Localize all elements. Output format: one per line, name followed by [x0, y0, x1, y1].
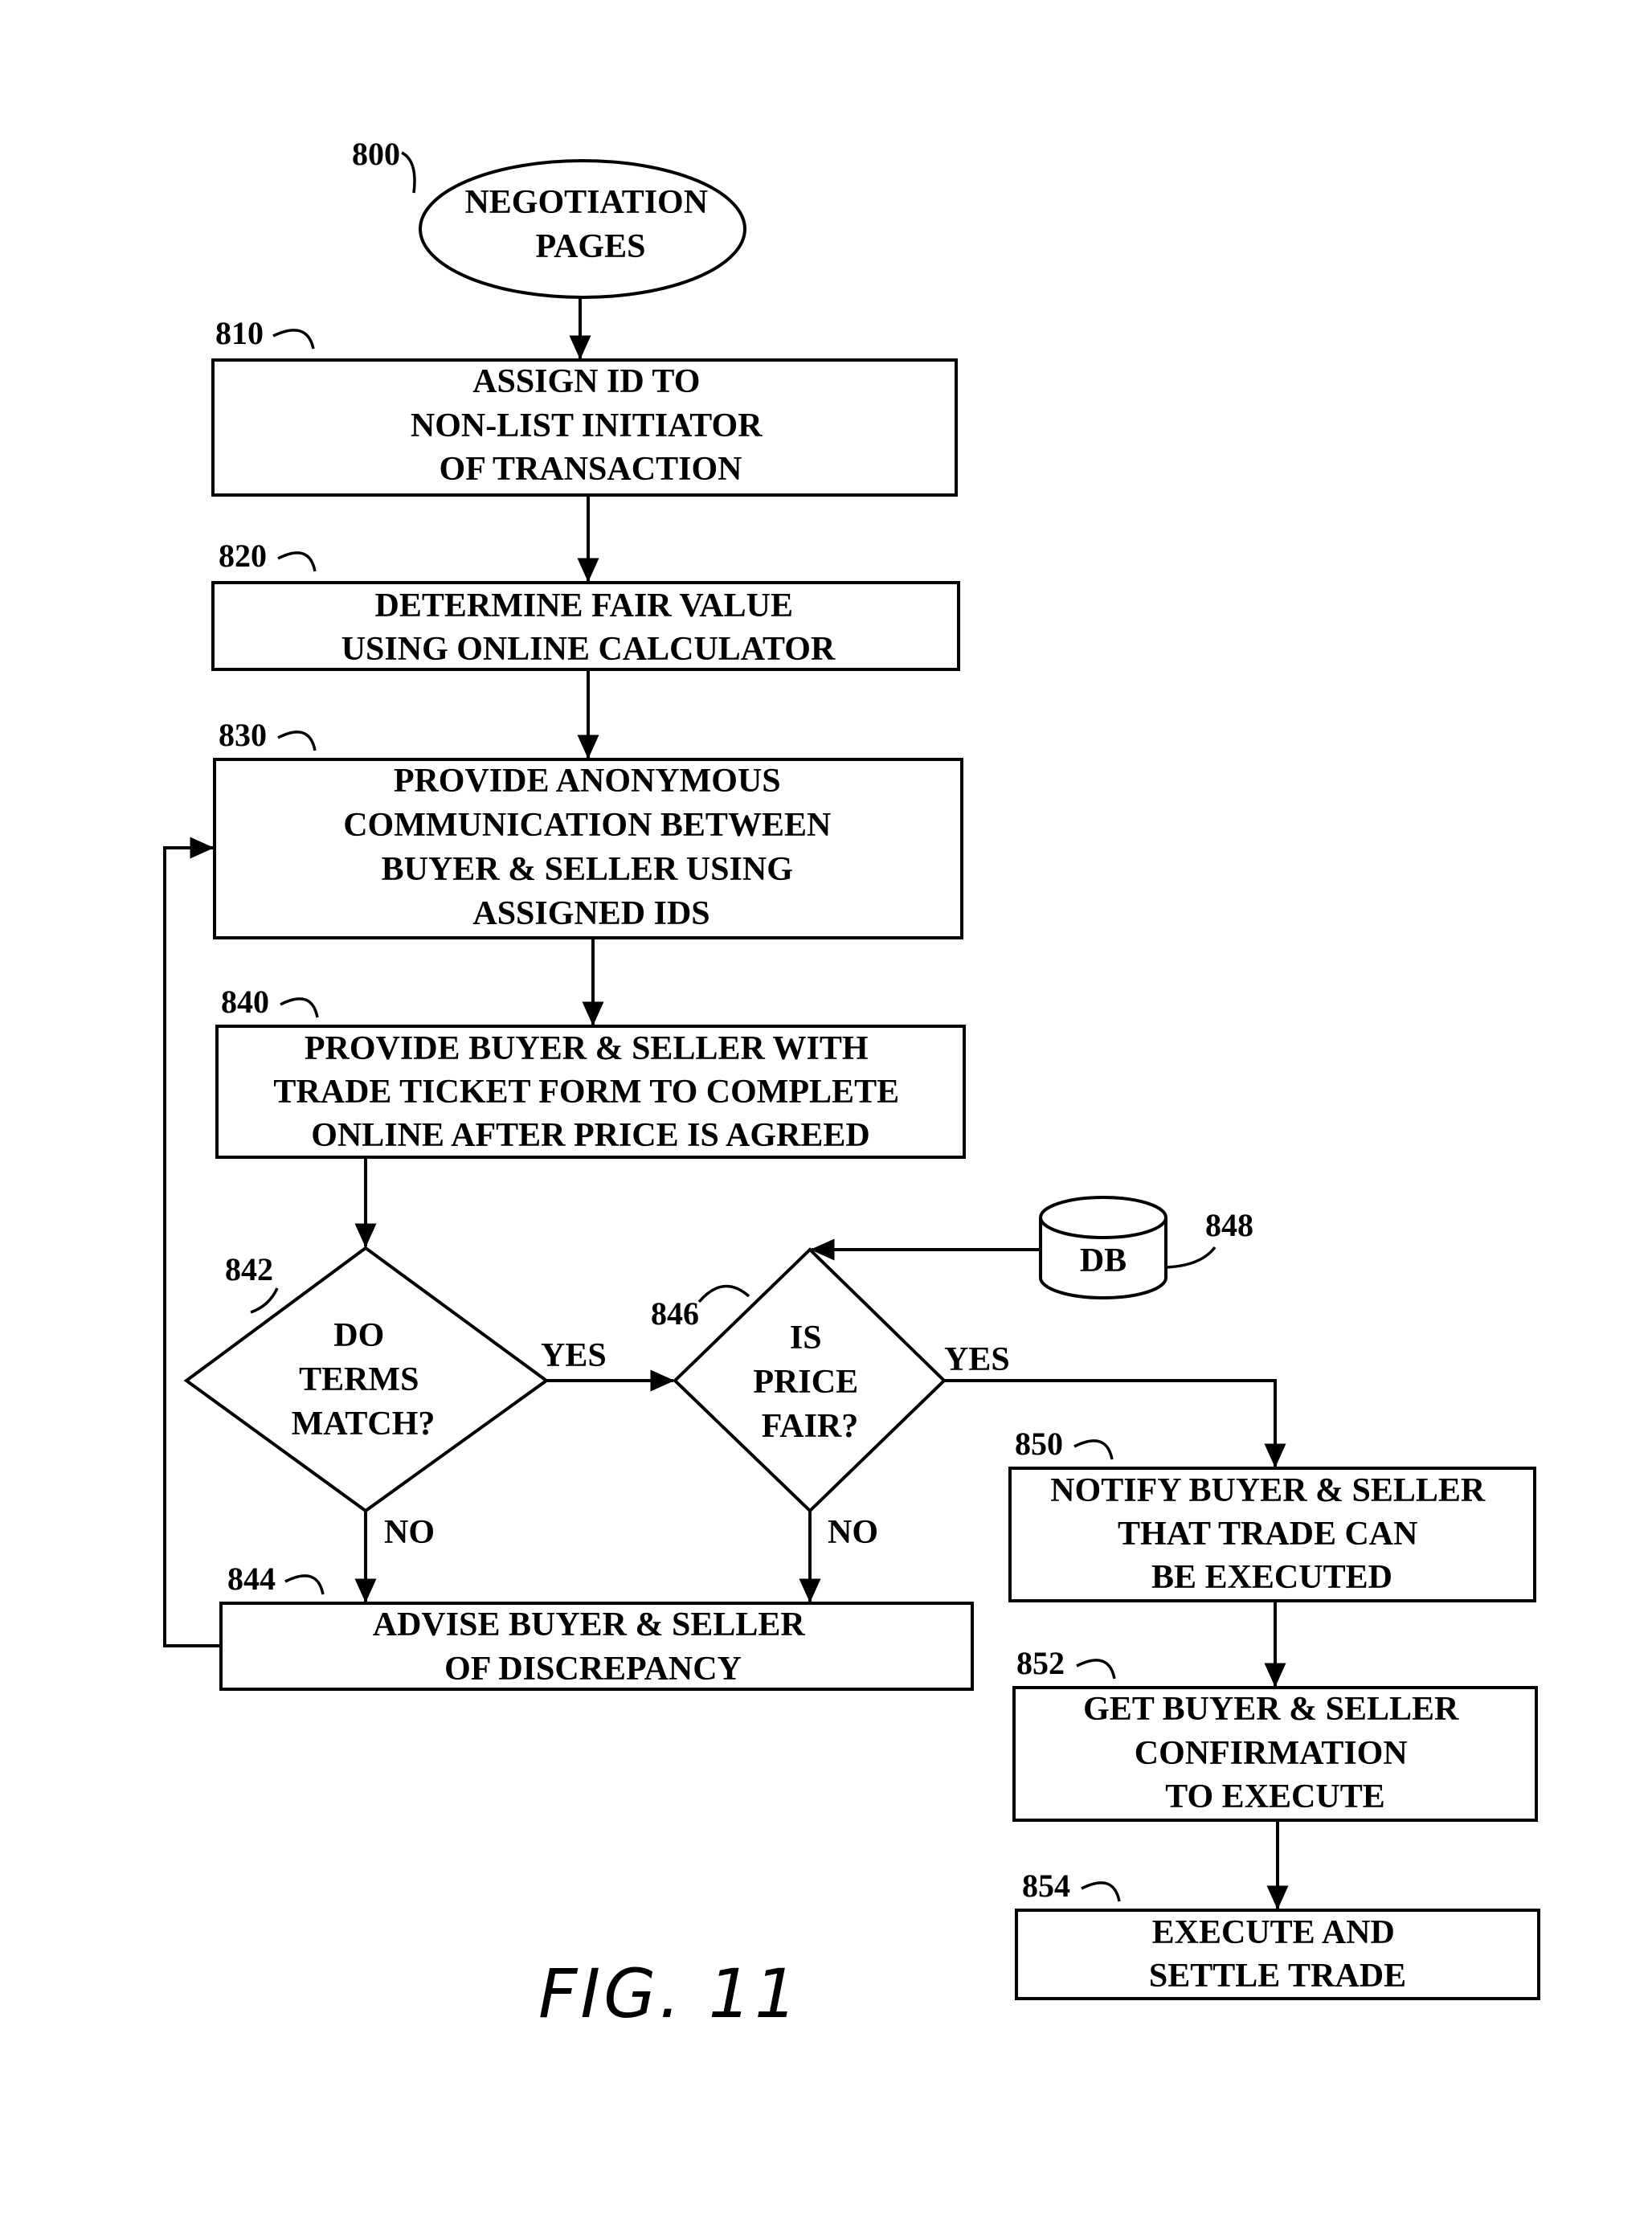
ref-810: 810 [215, 315, 264, 351]
node-price-fair-line-1: IS [790, 1320, 822, 1357]
node-start-line-1: NEGOTIATION [464, 184, 708, 221]
node-assign-id-line-1: ASSIGN ID TO [472, 363, 700, 400]
ref-820: 820 [219, 538, 267, 574]
node-notify: NOTIFY BUYER & SELLER THAT TRADE CAN BE … [1010, 1468, 1535, 1601]
leader-850 [1074, 1441, 1112, 1459]
node-execute-line-1: EXECUTE AND [1152, 1914, 1395, 1951]
node-terms-match: DO TERMS MATCH? [186, 1248, 546, 1511]
node-trade-ticket-text: PROVIDE BUYER & SELLER WITH TRADE TICKET… [273, 1030, 907, 1154]
ref-800: 800 [352, 136, 400, 172]
edge-label-price-no: NO [828, 1514, 878, 1551]
node-anon-comm-line-4: ASSIGNED IDS [472, 895, 709, 932]
node-confirm-line-2: CONFIRMATION [1135, 1735, 1408, 1772]
edge-label-terms-no: NO [384, 1514, 435, 1551]
node-trade-ticket-line-2: TRADE TICKET FORM TO COMPLETE [273, 1074, 899, 1111]
node-confirm-line-1: GET BUYER & SELLER [1083, 1691, 1459, 1728]
node-assign-id: ASSIGN ID TO NON-LIST INITIATOR OF TRANS… [213, 360, 956, 495]
node-anon-comm-line-2: COMMUNICATION BETWEEN [343, 807, 831, 844]
node-fair-value: DETERMINE FAIR VALUE USING ONLINE CALCUL… [213, 583, 959, 669]
node-terms-match-line-2: TERMS [299, 1361, 419, 1398]
node-advise-line-2: OF DISCREPANCY [444, 1651, 742, 1688]
node-fair-value-line-2: USING ONLINE CALCULATOR [341, 631, 836, 668]
ref-852: 852 [1016, 1645, 1065, 1681]
leader-840 [280, 999, 317, 1017]
ref-854: 854 [1022, 1868, 1070, 1904]
leader-852 [1077, 1660, 1114, 1679]
leader-800 [402, 153, 415, 193]
ref-848: 848 [1205, 1207, 1253, 1243]
node-confirm: GET BUYER & SELLER CONFIRMATION TO EXECU… [1014, 1688, 1536, 1820]
node-start-negotiation-pages: NEGOTIATION PAGES [420, 161, 745, 297]
node-price-fair-line-2: PRICE [753, 1364, 858, 1401]
node-start-line-2: PAGES [536, 228, 646, 265]
ref-850: 850 [1015, 1426, 1063, 1462]
leader-810 [273, 330, 313, 349]
leader-842 [251, 1288, 277, 1312]
node-assign-id-line-2: NON-LIST INITIATOR [411, 407, 763, 444]
leader-848 [1166, 1247, 1215, 1267]
node-terms-match-line-1: DO [333, 1317, 384, 1354]
node-fair-value-line-1: DETERMINE FAIR VALUE [375, 587, 793, 624]
ref-844: 844 [227, 1561, 276, 1597]
node-trade-ticket-line-1: PROVIDE BUYER & SELLER WITH [305, 1030, 869, 1067]
node-execute-line-2: SETTLE TRADE [1149, 1958, 1406, 1995]
node-assign-id-line-3: OF TRANSACTION [440, 451, 742, 488]
ref-840: 840 [221, 984, 269, 1020]
node-advise: ADVISE BUYER & SELLER OF DISCREPANCY [221, 1603, 972, 1689]
node-execute: EXECUTE AND SETTLE TRADE [1016, 1910, 1539, 1999]
node-notify-line-2: THAT TRADE CAN [1118, 1516, 1417, 1553]
node-terms-match-line-3: MATCH? [292, 1406, 435, 1442]
figure-caption: FIG. 11 [538, 1954, 800, 2033]
node-notify-line-1: NOTIFY BUYER & SELLER [1050, 1472, 1486, 1509]
ref-842: 842 [225, 1251, 273, 1287]
leader-846 [699, 1287, 749, 1302]
leader-820 [278, 553, 315, 571]
leader-854 [1082, 1883, 1119, 1901]
leader-844 [285, 1576, 323, 1594]
node-trade-ticket: PROVIDE BUYER & SELLER WITH TRADE TICKET… [217, 1026, 964, 1157]
edge-844-830-loop [165, 848, 221, 1646]
node-trade-ticket-line-3: ONLINE AFTER PRICE IS AGREED [311, 1117, 869, 1154]
node-price-fair-line-3: FAIR? [762, 1408, 859, 1445]
ref-830: 830 [219, 717, 267, 753]
node-db: DB [1041, 1197, 1166, 1298]
node-anon-comm: PROVIDE ANONYMOUS COMMUNICATION BETWEEN … [215, 759, 962, 938]
node-confirm-line-3: TO EXECUTE [1165, 1778, 1384, 1815]
ref-846: 846 [651, 1295, 699, 1332]
node-notify-line-3: BE EXECUTED [1151, 1559, 1392, 1596]
leader-830 [278, 732, 315, 751]
node-anon-comm-line-1: PROVIDE ANONYMOUS [394, 763, 781, 800]
node-advise-line-1: ADVISE BUYER & SELLER [373, 1606, 806, 1643]
edge-label-price-yes: YES [944, 1341, 1010, 1378]
node-db-label: DB [1080, 1242, 1127, 1279]
node-anon-comm-line-3: BUYER & SELLER USING [382, 851, 793, 888]
edge-label-terms-yes: YES [541, 1337, 607, 1374]
